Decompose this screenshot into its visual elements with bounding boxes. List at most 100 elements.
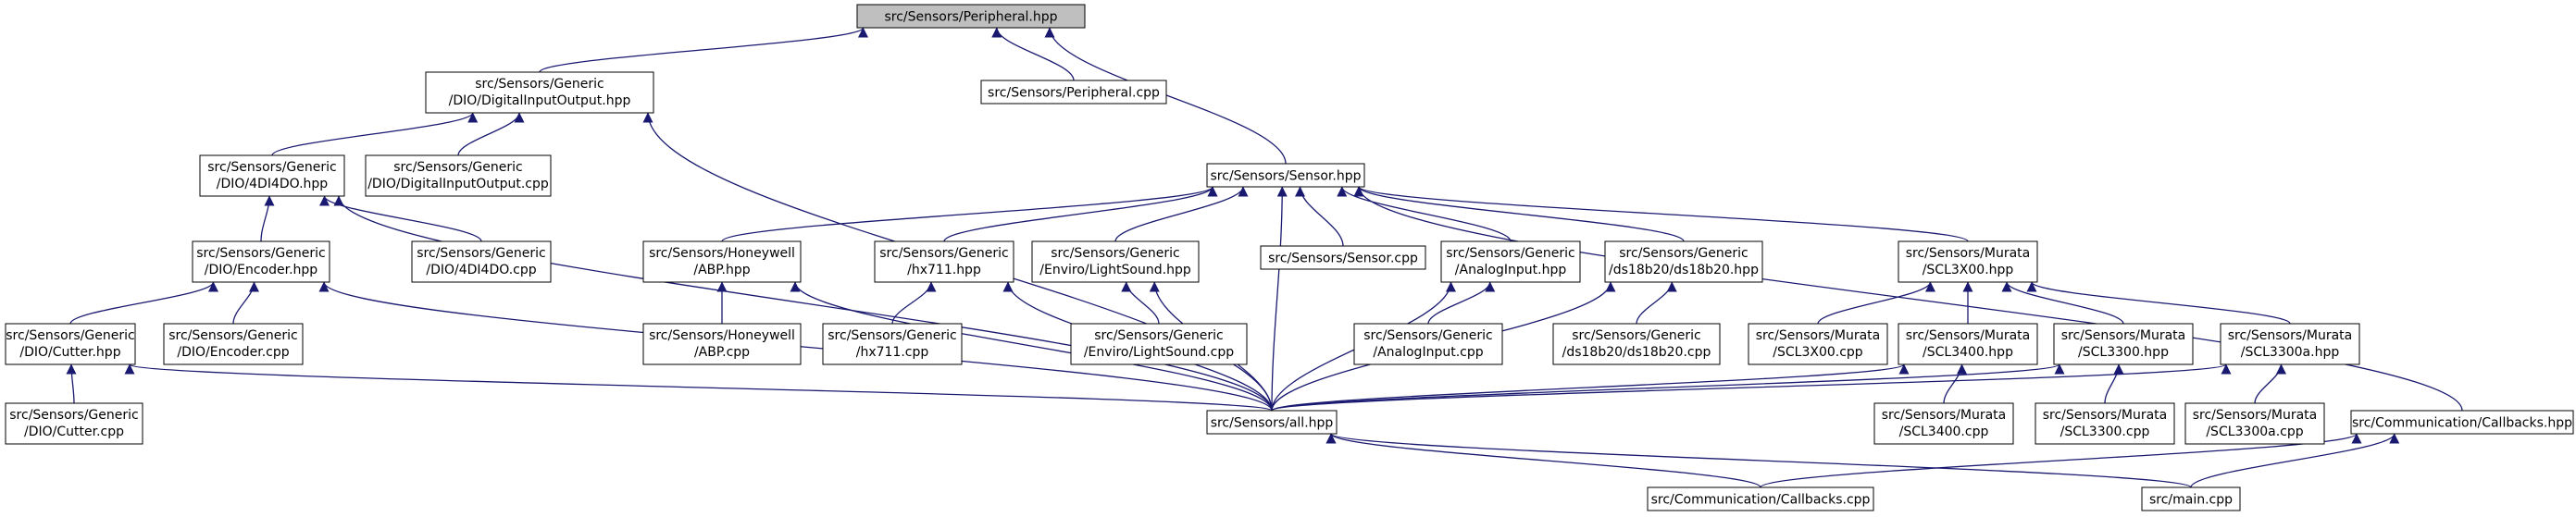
node-box [642, 323, 802, 365]
edge-cutter_hpp-to-encoder_hpp [69, 281, 218, 325]
edge-cutter_cpp-to-cutter_hpp [66, 363, 77, 404]
node-box [2141, 486, 2241, 511]
node-sensor_hpp[interactable]: src/Sensors/Sensor.hpp [1206, 163, 1365, 188]
edge-dio4_hpp-to-dio_hpp [271, 112, 479, 156]
node-scl3300a_hpp[interactable]: src/Sensors/Murata/SCL3300a.hpp [2220, 323, 2360, 365]
node-scl3300a_cpp[interactable]: src/Sensors/Murata/SCL3300a.cpp [2184, 402, 2325, 445]
node-cutter_hpp[interactable]: src/Sensors/Generic/DIO/Cutter.hpp [5, 323, 136, 365]
node-label-line: src/Sensors/Generic [9, 408, 138, 423]
node-box [1873, 402, 2014, 445]
node-scl3300_hpp[interactable]: src/Sensors/Murata/SCL3300.hpp [2053, 323, 2194, 365]
edge-lightsound_hpp-to-sensor_hpp [1114, 186, 1249, 242]
node-hx711_cpp[interactable]: src/Sensors/Generic/hx711.cpp [822, 323, 963, 365]
edge-all_hpp-to-cutter_hpp [125, 363, 1273, 412]
node-box [2035, 402, 2175, 445]
node-label-line: src/Sensors/Murata [1756, 328, 1881, 343]
node-dio4_hpp[interactable]: src/Sensors/Generic/DIO/4DI4DO.hpp [199, 154, 345, 197]
node-label-line: src/Sensors/Generic [1446, 246, 1574, 261]
node-lightsound_hpp[interactable]: src/Sensors/Generic/Enviro/LightSound.hp… [1031, 240, 1200, 283]
node-box [2053, 323, 2194, 365]
edge-all_hpp-to-scl3300a_hpp [1271, 363, 2231, 412]
node-ds18_cpp[interactable]: src/Sensors/Generic/ds18b20/ds18b20.cpp [1552, 323, 1721, 365]
node-main_cpp[interactable]: src/main.cpp [2141, 486, 2241, 511]
node-scl3400_hpp[interactable]: src/Sensors/Murata/SCL3400.hpp [1898, 323, 2038, 365]
node-cutter_cpp[interactable]: src/Sensors/Generic/DIO/Cutter.cpp [5, 402, 143, 445]
node-box [1031, 240, 1200, 283]
node-scl3x00_cpp[interactable]: src/Sensors/Murata/SCL3X00.cpp [1748, 323, 1888, 365]
node-label-line: src/Sensors/Generic [207, 160, 336, 175]
node-all_hpp[interactable]: src/Sensors/all.hpp [1206, 410, 1338, 435]
node-label-line: src/Sensors/Generic [1094, 328, 1223, 343]
node-box [2350, 410, 2574, 435]
node-scl3300_cpp[interactable]: src/Sensors/Murata/SCL3300.cpp [2035, 402, 2175, 445]
node-callbacks_cpp[interactable]: src/Communication/Callbacks.cpp [1647, 486, 1874, 511]
node-scl3x00_hpp[interactable]: src/Sensors/Murata/SCL3X00.hpp [1898, 240, 2038, 283]
node-label-line: /DIO/4DI4DO.hpp [217, 177, 329, 191]
edge-all_hpp-to-scl3400_hpp [1271, 363, 1910, 412]
edge-ds18_hpp-to-sensor_hpp [1353, 186, 1685, 242]
edge-all_hpp-to-scl3300_hpp [1271, 363, 2064, 412]
node-box [1604, 240, 1763, 283]
node-box [2184, 402, 2325, 445]
edge-callbacks_hpp-to-sensor_hpp [1353, 186, 2463, 412]
node-label-line: /DIO/Encoder.hpp [205, 263, 318, 277]
node-box [163, 323, 304, 365]
node-abp_cpp[interactable]: src/Sensors/Honeywell/ABP.cpp [642, 323, 802, 365]
node-box [425, 71, 654, 114]
node-analog_cpp[interactable]: src/Sensors/Generic/AnalogInput.cpp [1353, 323, 1503, 365]
edge-ds18_cpp-to-ds18_hpp [1636, 281, 1677, 325]
node-label-line: /SCL3400.hpp [1923, 345, 2013, 360]
node-box [1440, 240, 1581, 283]
node-label-line: /hx711.hpp [907, 263, 981, 277]
node-label-line: /DIO/DigitalInputOutput.hpp [449, 93, 631, 108]
node-label-line: src/Sensors/Generic [196, 246, 325, 261]
node-encoder_hpp[interactable]: src/Sensors/Generic/DIO/Encoder.hpp [192, 240, 330, 283]
node-dio4_cpp[interactable]: src/Sensors/Generic/DIO/4DI4DO.cpp [411, 240, 552, 283]
edge-all_hpp-to-sensor_hpp [1271, 186, 1288, 412]
edge-all_hpp-to-abp_hpp [790, 281, 1273, 412]
edge-scl3x00_cpp-to-scl3x00_hpp [1817, 281, 1935, 325]
node-label-line: src/Sensors/Murata [2061, 328, 2186, 343]
node-label-line: src/Sensors/Honeywell [649, 246, 795, 261]
edge-scl3300_cpp-to-scl3300_hpp [2104, 363, 2124, 404]
node-encoder_cpp[interactable]: src/Sensors/Generic/DIO/Encoder.cpp [163, 323, 304, 365]
edge-dio_hpp-to-peripheral_hpp [539, 27, 868, 73]
node-callbacks_hpp[interactable]: src/Communication/Callbacks.hpp [2350, 410, 2574, 435]
node-analog_hpp[interactable]: src/Sensors/Generic/AnalogInput.hpp [1440, 240, 1581, 283]
node-dio_cpp[interactable]: src/Sensors/Generic/DIO/DigitalInputOutp… [365, 154, 552, 197]
node-peripheral_cpp[interactable]: src/Sensors/Peripheral.cpp [980, 80, 1167, 105]
node-label-line: src/Sensors/Generic [1572, 328, 1700, 343]
node-hx711_hpp[interactable]: src/Sensors/Generic/hx711.hpp [874, 240, 1014, 283]
node-box [856, 4, 1086, 29]
node-box [5, 402, 143, 445]
node-label-line: /AnalogInput.hpp [1455, 263, 1567, 277]
node-label-line: /ds18b20/ds18b20.hpp [1609, 263, 1759, 277]
node-label-line: src/Sensors/Generic [168, 328, 297, 343]
node-label-line: /AnalogInput.cpp [1373, 345, 1483, 360]
node-lightsound_cpp[interactable]: src/Sensors/Generic/Enviro/LightSound.cp… [1070, 323, 1248, 365]
node-box [1552, 323, 1721, 365]
node-label-line: src/Sensors/Generic [475, 77, 604, 92]
node-label-line: /Enviro/LightSound.cpp [1084, 345, 1234, 360]
node-label-line: src/main.cpp [2149, 493, 2233, 508]
node-label-line: /SCL3400.cpp [1899, 425, 1989, 439]
edge-main_cpp-to-all_hpp [1325, 433, 2192, 488]
node-box [874, 240, 1014, 283]
node-label-line: /hx711.cpp [856, 345, 929, 360]
node-peripheral_hpp[interactable]: src/Sensors/Peripheral.hpp [856, 4, 1086, 29]
node-box [1206, 163, 1365, 188]
node-ds18_hpp[interactable]: src/Sensors/Generic/ds18b20/ds18b20.hpp [1604, 240, 1763, 283]
node-dio_hpp[interactable]: src/Sensors/Generic/DIO/DigitalInputOutp… [425, 71, 654, 114]
node-label-line: src/Sensors/Generic [6, 328, 134, 343]
edge-lightsound_cpp-to-lightsound_hpp [1121, 281, 1160, 325]
edge-dio4_cpp-to-dio4_hpp [319, 195, 482, 242]
node-box [1070, 323, 1248, 365]
node-sensor_cpp[interactable]: src/Sensors/Sensor.cpp [1260, 245, 1426, 270]
node-abp_hpp[interactable]: src/Sensors/Honeywell/ABP.hpp [642, 240, 802, 283]
edge-all_hpp-to-dio4_hpp [333, 195, 1273, 412]
node-scl3400_cpp[interactable]: src/Sensors/Murata/SCL3400.cpp [1873, 402, 2014, 445]
edge-peripheral_cpp-to-peripheral_hpp [991, 27, 1075, 81]
node-label-line: src/Sensors/Murata [2193, 408, 2318, 423]
node-label-line: /ds18b20/ds18b20.cpp [1562, 345, 1711, 360]
